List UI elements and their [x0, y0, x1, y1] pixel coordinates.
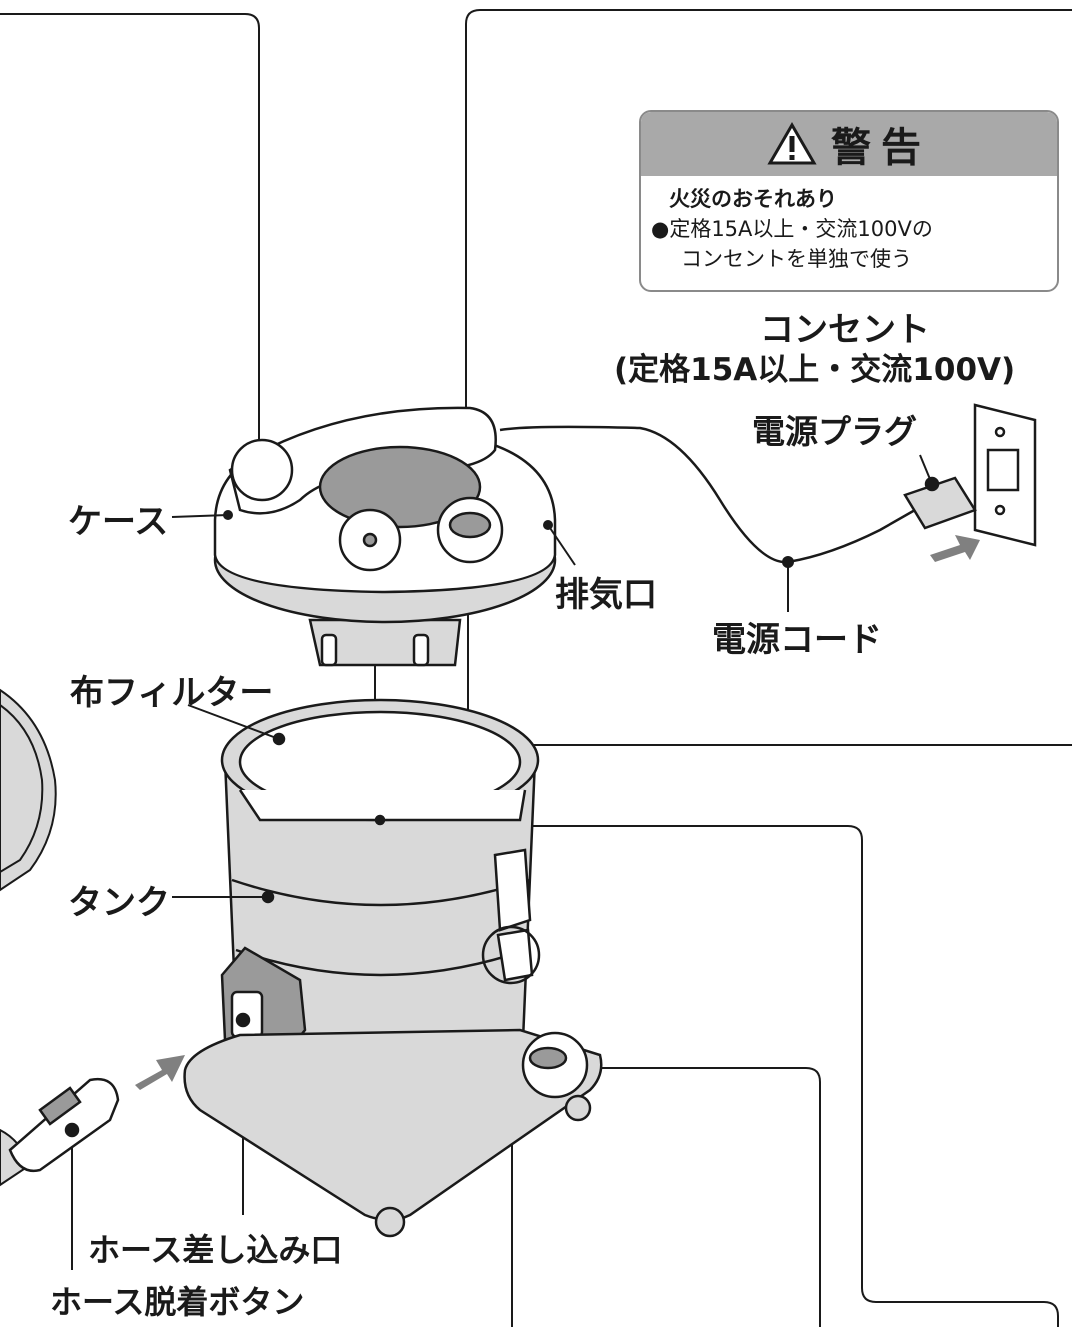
label-exhaust: 排気口	[555, 575, 657, 615]
label-outlet-spec: (定格15A以上・交流100V)	[614, 352, 1016, 388]
label-power-cord: 電源コード	[712, 620, 882, 660]
label-case: ケース	[68, 502, 169, 542]
label-power-plug: 電源プラグ	[752, 412, 917, 451]
warning-line-1: ●定格15A以上・交流100Vの	[651, 217, 933, 241]
callout-frame-left	[0, 13, 260, 455]
plug-arrow-icon	[930, 535, 980, 562]
base-dolly	[183, 1028, 603, 1238]
inlet-arrow-icon	[135, 1055, 185, 1090]
hose-inlet-housing	[220, 946, 307, 1057]
label-tank: タンク	[68, 883, 170, 923]
warning-subtitle: 火災のおそれあり	[669, 187, 837, 211]
warning-header: 警告	[641, 112, 1057, 176]
warning-line-2: コンセントを単独で使う	[681, 247, 912, 271]
label-hose-inlet: ホース差し込み口	[88, 1231, 343, 1269]
power-cord	[499, 425, 916, 564]
label-outlet-title: コンセント	[760, 310, 930, 350]
callout-wheel-line	[600, 1067, 821, 1327]
case-unit	[213, 406, 557, 667]
label-cloth-filter: 布フィルター	[70, 673, 274, 713]
warning-box: 警告 火災のおそれあり ●定格15A以上・交流100Vの コンセントを単独で使う	[639, 110, 1059, 292]
warning-triangle-icon	[767, 122, 817, 165]
tank-clasp	[481, 848, 541, 985]
wall-outlet	[973, 403, 1037, 547]
callout-frame-right	[465, 9, 1072, 410]
label-hose-release-button: ホース脱着ボタン	[50, 1283, 305, 1321]
hose-connector	[8, 1077, 120, 1173]
warning-title: 警告	[831, 125, 931, 171]
power-plug	[903, 476, 977, 530]
